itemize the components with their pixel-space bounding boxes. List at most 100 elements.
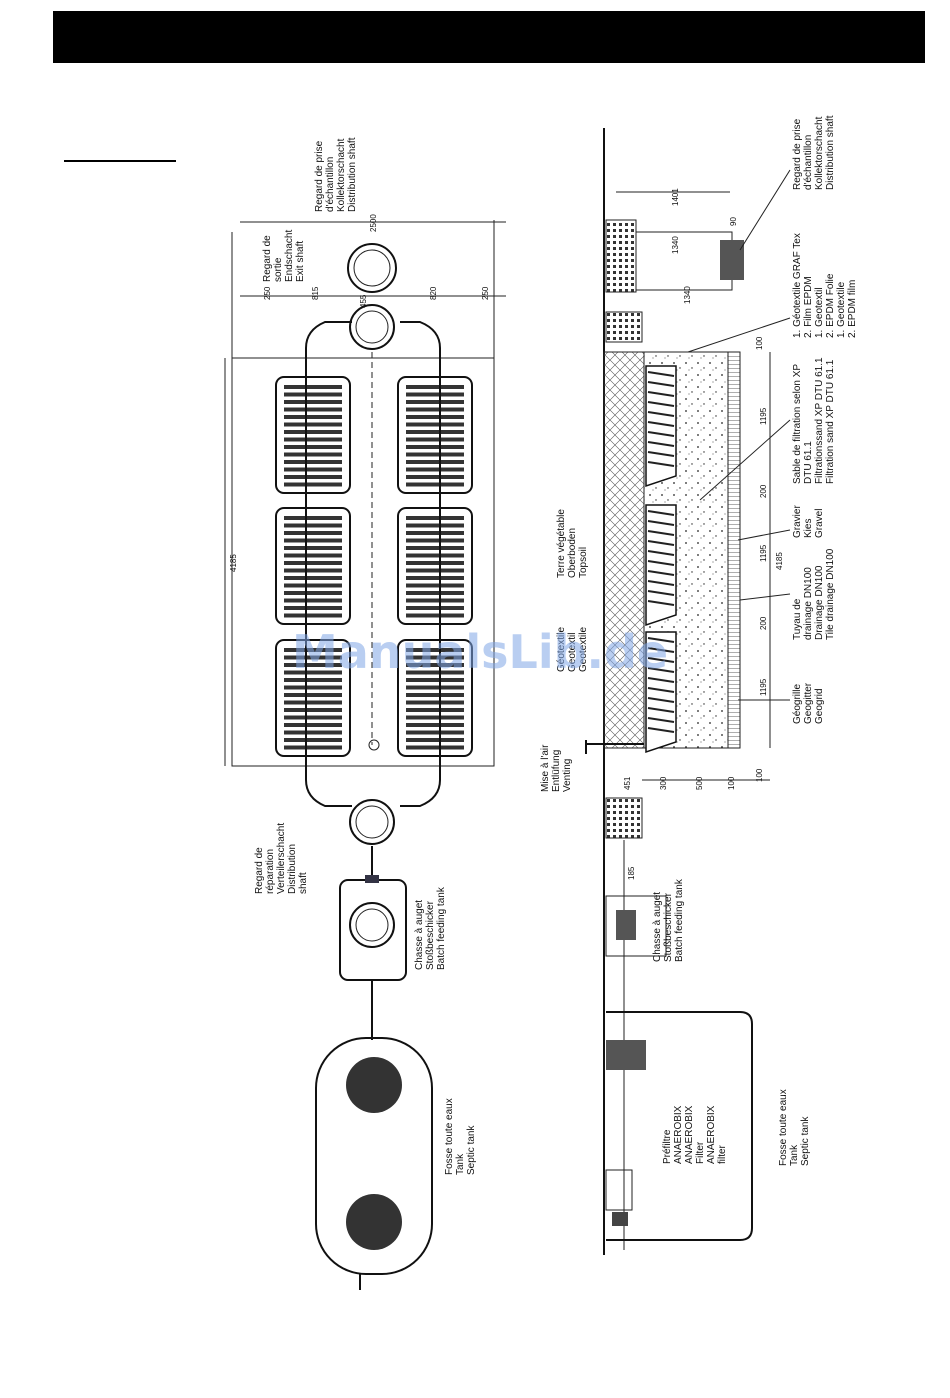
svg-text:Verteilerschacht: Verteilerschacht: [276, 823, 287, 894]
svg-text:Tank: Tank: [455, 1153, 466, 1175]
svg-text:451: 451: [623, 776, 632, 790]
svg-text:filter: filter: [717, 1144, 728, 1164]
svg-text:Topsoil: Topsoil: [578, 547, 589, 578]
dim-451: 451: [623, 776, 632, 790]
svg-text:Kollektorschacht: Kollektorschacht: [336, 138, 347, 212]
plan-label-sample: Regard de prise d'échantillon Kollektors…: [314, 137, 358, 212]
svg-text:Fosse toute eaux: Fosse toute eaux: [444, 1098, 455, 1175]
svg-text:Gravel: Gravel: [814, 509, 825, 538]
svg-text:2. EPDM film: 2. EPDM film: [847, 280, 858, 338]
section-view: [585, 128, 791, 1255]
filter-module: [275, 376, 351, 494]
svg-text:drainage DN100: drainage DN100: [803, 567, 814, 640]
plan-dim-b: 815: [311, 286, 320, 300]
svg-text:90: 90: [729, 217, 738, 226]
sec-label-prefilter: Préfiltre ANAEROBIX ANAEROBIX Filter ANA…: [662, 1105, 728, 1164]
dim-1195a: 1195: [759, 407, 768, 425]
plan-dim-overall: 4185: [229, 554, 238, 572]
svg-text:Exit shaft: Exit shaft: [295, 241, 306, 282]
svg-text:4185: 4185: [775, 552, 784, 570]
svg-text:Geotextile: Geotextile: [578, 627, 589, 672]
svg-text:500: 500: [695, 776, 704, 790]
plan-dim-a: 250: [263, 286, 272, 300]
sec-label-sand: Sable de filtration selon XP DTU 61.1 Fi…: [792, 357, 836, 484]
dim-v100: 100: [755, 768, 764, 782]
svg-text:2. EPDM Folie: 2. EPDM Folie: [825, 273, 836, 338]
svg-text:4185: 4185: [229, 554, 238, 572]
plan-label-exit: Regard de sortie Endschacht Exit shaft: [262, 230, 306, 282]
svg-text:Filtrationssand XP DTU 61.1: Filtrationssand XP DTU 61.1: [814, 357, 825, 484]
topsoil-layer: [603, 351, 645, 749]
svg-text:Septic tank: Septic tank: [466, 1125, 477, 1175]
sec-label-sample: Regard de prise d'échantillon Kollektors…: [792, 115, 836, 190]
svg-text:Regard de prise: Regard de prise: [314, 140, 325, 212]
svg-text:200: 200: [759, 484, 768, 498]
plan-label-batch: Chasse à auget Stoßbeschicker Batch feed…: [414, 886, 447, 970]
dim-200b: 200: [759, 616, 768, 630]
filter-module: [397, 376, 473, 494]
svg-text:Septic tank: Septic tank: [800, 1116, 811, 1166]
svg-text:2. Film EPDM: 2. Film EPDM: [803, 276, 814, 338]
heading-underline: [64, 160, 176, 162]
dim-4185: 4185: [775, 552, 784, 570]
dim-1401: 1401: [671, 188, 680, 206]
sample-shaft: [349, 304, 395, 350]
svg-text:1. Geotextile: 1. Geotextile: [836, 281, 847, 338]
sec-label-geotext2: Géotextile Geotextil Geotextile: [556, 627, 589, 672]
svg-text:Regard de: Regard de: [262, 235, 273, 282]
svg-text:185: 185: [627, 866, 636, 880]
svg-text:Geogitter: Geogitter: [803, 682, 814, 724]
svg-text:820: 820: [429, 286, 438, 300]
svg-text:Chasse à auget: Chasse à auget: [652, 892, 663, 962]
plan-dim-d: 820: [429, 286, 438, 300]
dim-1340b: 1340: [683, 286, 692, 304]
dim-100: 100: [755, 336, 764, 350]
filter-bed-outline: [231, 357, 495, 767]
svg-text:d'échantillon: d'échantillon: [803, 135, 814, 190]
header-bar: [53, 11, 925, 63]
svg-text:Kollektorschacht: Kollektorschacht: [814, 116, 825, 190]
svg-text:Geotextil: Geotextil: [567, 633, 578, 672]
sec-label-geotextile: 1. Géotextile GRAF Tex 2. Film EPDM 1. G…: [792, 233, 858, 338]
svg-text:1195: 1195: [759, 544, 768, 562]
svg-text:815: 815: [311, 286, 320, 300]
svg-text:Drainage DN100: Drainage DN100: [814, 565, 825, 640]
svg-text:1. Géotextile GRAF Tex: 1. Géotextile GRAF Tex: [792, 233, 803, 338]
svg-text:Stoßbeschicker: Stoßbeschicker: [425, 900, 436, 970]
svg-text:Distribution: Distribution: [287, 844, 298, 894]
filter-module: [275, 639, 351, 757]
svg-text:1195: 1195: [759, 678, 768, 696]
dim-300: 300: [659, 776, 668, 790]
svg-text:Regard de: Regard de: [254, 847, 265, 894]
dim-1195b: 1195: [759, 544, 768, 562]
dim-90: 90: [729, 217, 738, 226]
svg-text:DTU 61.1: DTU 61.1: [803, 441, 814, 484]
svg-text:100: 100: [727, 776, 736, 790]
dim-v100b: 100: [727, 776, 736, 790]
svg-text:100: 100: [755, 768, 764, 782]
sec-label-topsoil: Terre végétable Oberboden Topsoil: [556, 509, 589, 578]
svg-text:Distribution shaft: Distribution shaft: [825, 115, 836, 190]
sec-label-gravel: Gravier Kies Gravel: [792, 505, 825, 538]
svg-text:Tuyau de: Tuyau de: [792, 598, 803, 640]
svg-text:Préfiltre: Préfiltre: [662, 1129, 673, 1164]
sec-label-tank: Fosse toute eaux Tank Septic tank: [778, 1089, 811, 1166]
svg-text:Batch feeding tank: Batch feeding tank: [674, 878, 685, 962]
watermark: ManualsLib.de: [292, 625, 668, 679]
filter-module: [397, 639, 473, 757]
svg-text:ANAEROBIX: ANAEROBIX: [684, 1105, 695, 1164]
svg-text:Kies: Kies: [803, 519, 814, 538]
svg-text:d'échantillon: d'échantillon: [325, 157, 336, 212]
section-modules: [645, 365, 677, 754]
gravel-layer: [727, 351, 741, 749]
batch-feeding-tank: [339, 875, 407, 981]
svg-text:Gravier: Gravier: [792, 505, 803, 538]
svg-text:250: 250: [481, 286, 490, 300]
svg-text:Chasse à auget: Chasse à auget: [414, 900, 425, 970]
plan-dim-top: 2500: [369, 214, 378, 232]
plan-label-tank: Fosse toute eaux Tank Septic tank: [444, 1098, 477, 1175]
repair-shaft: [349, 799, 395, 845]
svg-text:Tile drainage DN100: Tile drainage DN100: [825, 548, 836, 640]
svg-text:réparation: réparation: [265, 849, 276, 894]
svg-text:Oberboden: Oberboden: [567, 528, 578, 578]
